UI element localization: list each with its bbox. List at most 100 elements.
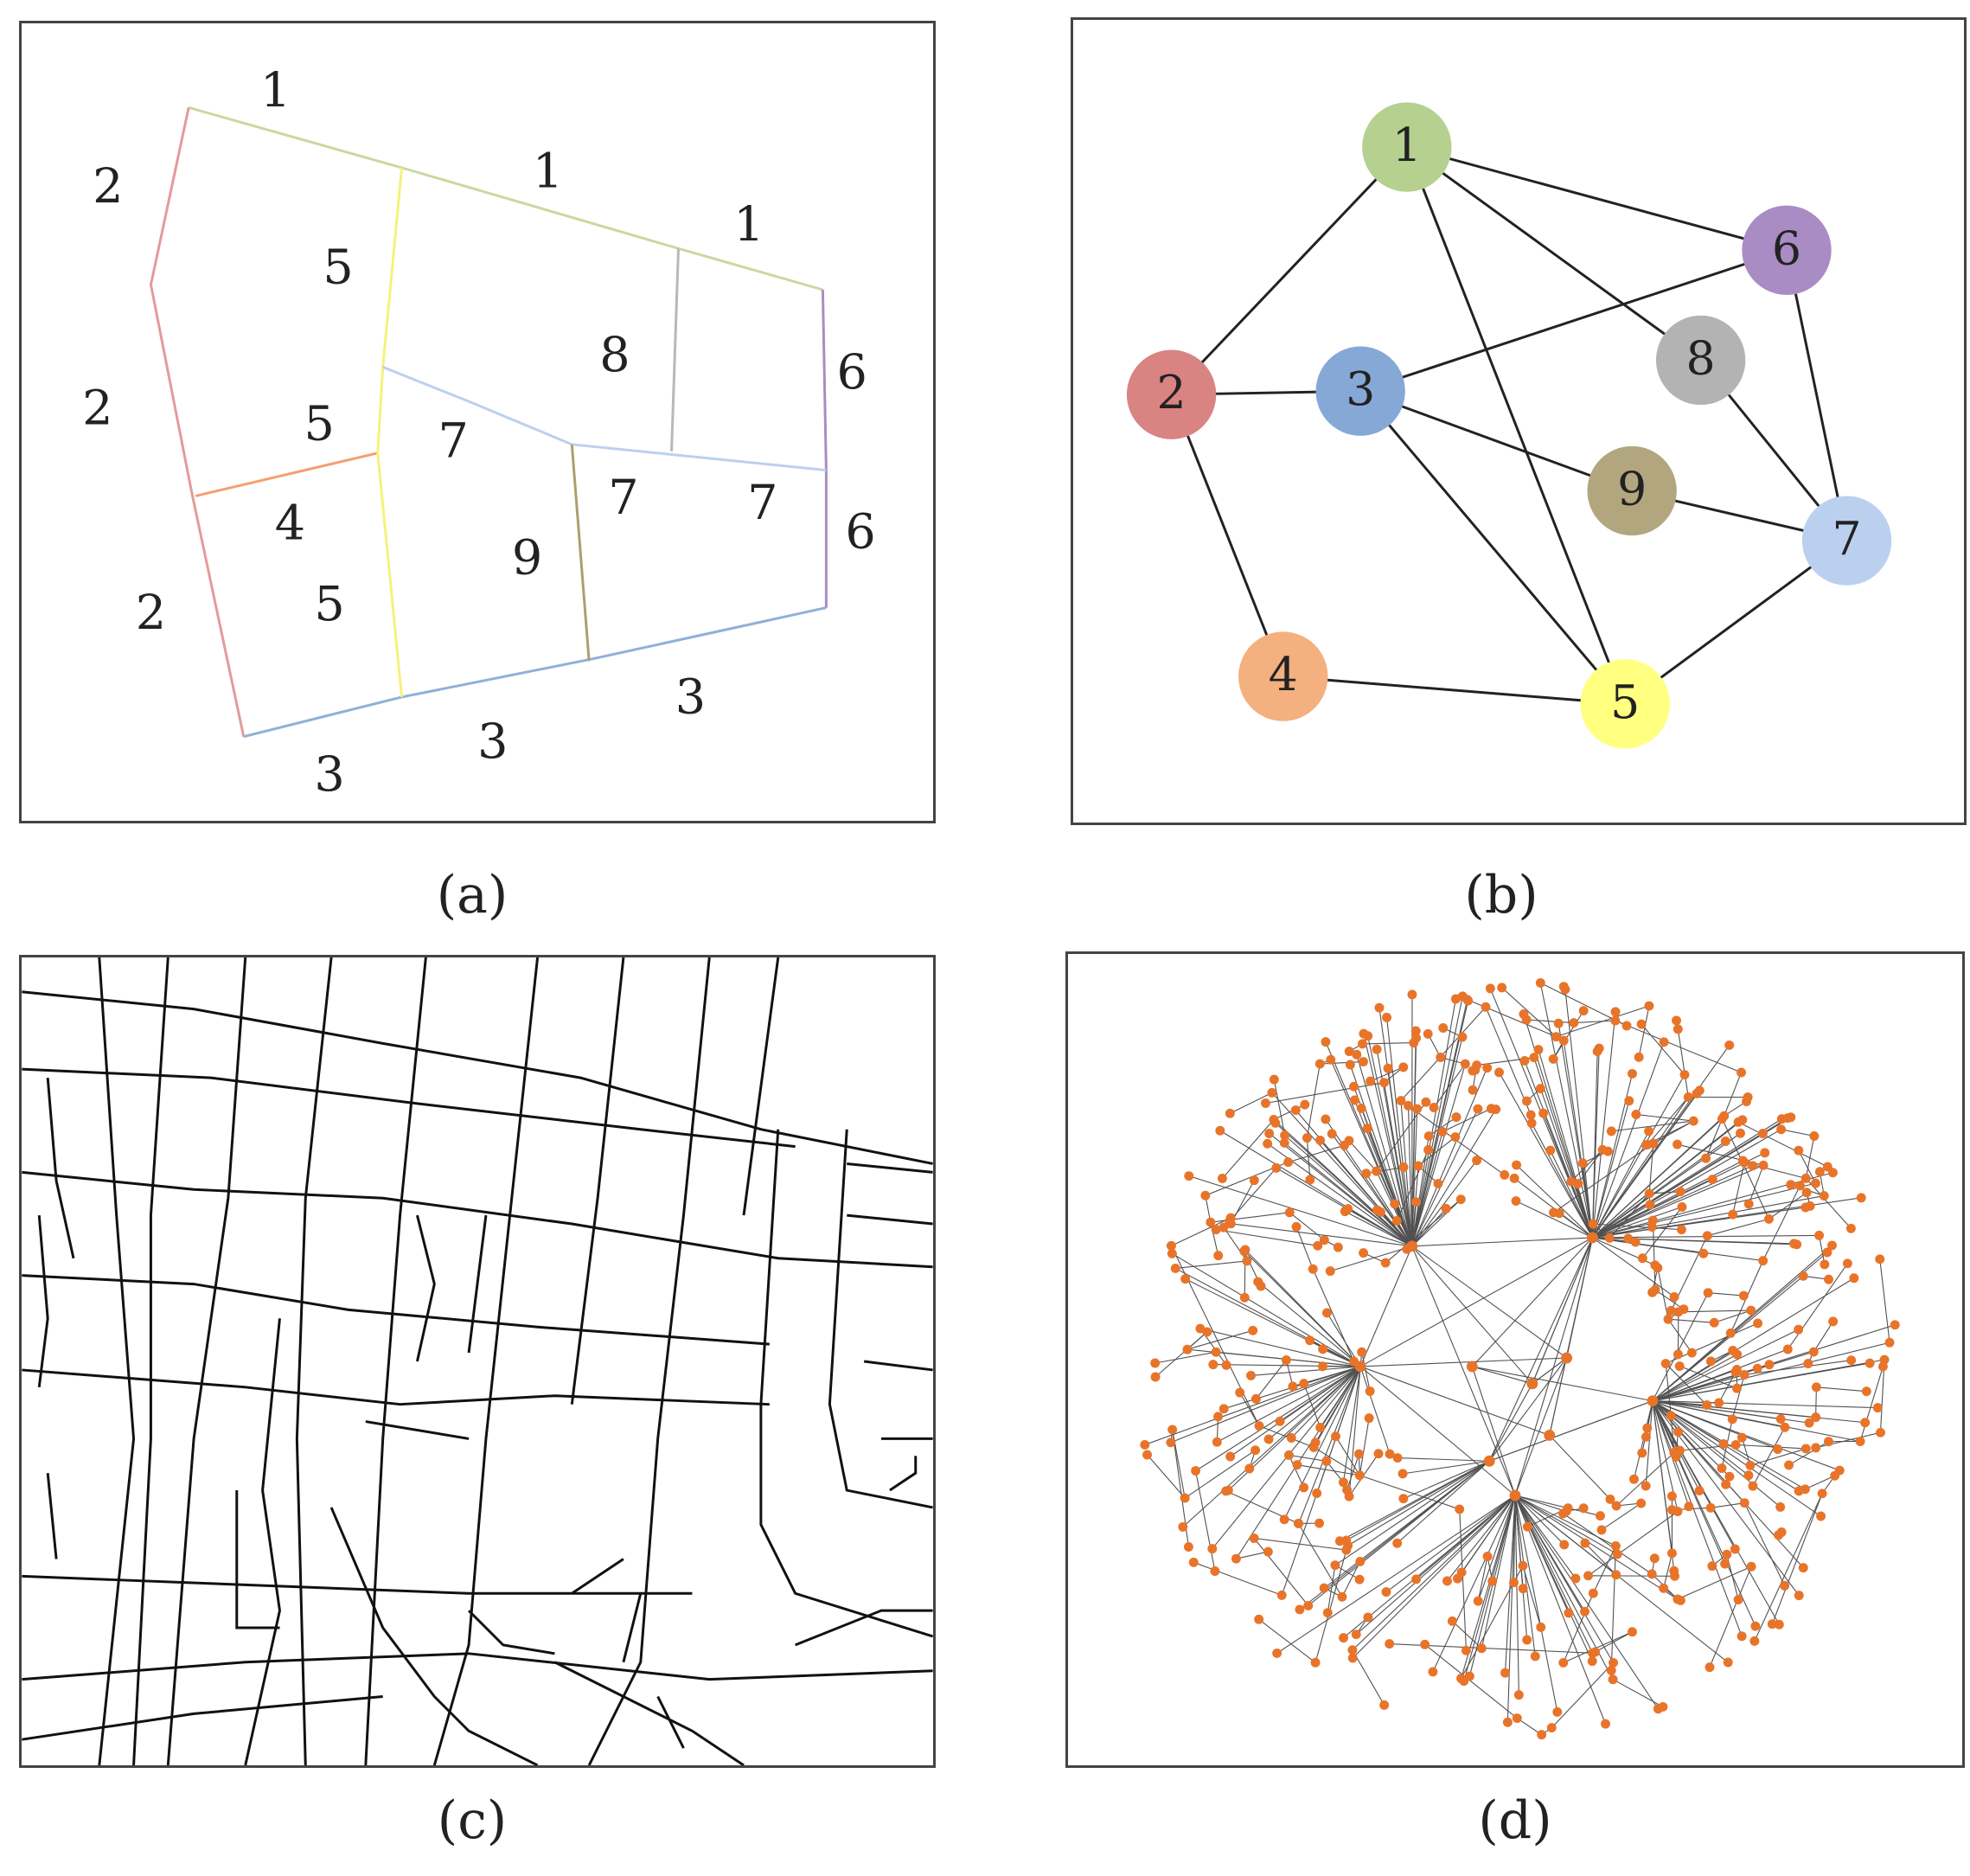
network-edge: [1231, 1223, 1412, 1247]
network-edge: [1188, 1175, 1412, 1247]
network-node: [1644, 1001, 1654, 1011]
network-edge: [1539, 1088, 1593, 1239]
network-node: [1663, 1314, 1673, 1324]
network-node: [1512, 1713, 1522, 1723]
network-node: [1558, 1035, 1569, 1046]
network-node: [1365, 1386, 1375, 1397]
network-edge: [1549, 1435, 1611, 1500]
network-edge: [1649, 1191, 1681, 1194]
network-node: [1728, 1346, 1738, 1355]
network-edge: [1352, 1495, 1516, 1651]
network-edge: [1563, 1513, 1653, 1575]
segment-label-8: 8: [599, 327, 630, 383]
network-node: [1774, 1619, 1784, 1629]
network-node: [1758, 1160, 1769, 1170]
network-edge: [1654, 1289, 1685, 1310]
network-edge: [1175, 1260, 1247, 1269]
network-edge: [1330, 1059, 1413, 1247]
network-edge: [1638, 1005, 1650, 1058]
network-edge: [1591, 1097, 1689, 1239]
network-edge: [1359, 1418, 1370, 1476]
edge-2-4: [1170, 394, 1285, 677]
network-node: [1674, 1361, 1685, 1372]
network-edge: [1353, 1099, 1413, 1247]
segment-3: [243, 606, 827, 739]
edge-1-5: [1405, 146, 1627, 705]
network-node: [1737, 1156, 1748, 1166]
network-node: [1358, 1039, 1367, 1049]
network-edge: [1652, 1400, 1861, 1443]
network-edge: [1428, 1117, 1457, 1137]
network-node: [1357, 1347, 1367, 1357]
network-node: [1673, 1139, 1682, 1149]
network-node: [1312, 1489, 1322, 1498]
network-node: [1447, 1616, 1457, 1626]
network-edge: [1485, 1006, 1532, 1116]
segment-9: [570, 444, 591, 662]
network-node: [1801, 1173, 1811, 1183]
edge-1-6: [1406, 145, 1788, 252]
network-node: [1269, 1115, 1279, 1124]
network-edge: [1411, 1207, 1447, 1247]
network-edge: [1411, 1245, 1516, 1496]
network-node: [1359, 1057, 1368, 1067]
network-node: [1811, 1412, 1821, 1423]
network-node: [1776, 1114, 1787, 1124]
network-node: [1628, 1068, 1637, 1079]
network-node: [1890, 1320, 1900, 1330]
network-edge: [1514, 1495, 1679, 1600]
network-node: [1673, 1349, 1683, 1360]
network-hub-node: [1466, 1361, 1478, 1373]
network-hub-node: [1406, 1240, 1418, 1252]
network-edge: [1417, 1136, 1456, 1167]
network-node: [1811, 1443, 1821, 1453]
network-node: [1354, 1574, 1365, 1585]
road-32: [467, 1214, 488, 1354]
network-node: [1271, 1162, 1282, 1173]
network-edge: [1271, 1092, 1413, 1247]
network-edge: [1348, 1140, 1378, 1172]
network-edge: [1678, 1309, 1751, 1313]
network-node: [1730, 1439, 1741, 1450]
network-node: [1290, 1105, 1301, 1116]
network-edge: [1879, 1258, 1890, 1343]
network-edge: [1652, 1400, 1700, 1491]
network-node: [1739, 1498, 1749, 1508]
network-node: [1798, 1563, 1808, 1573]
network-edge: [1663, 1553, 1673, 1589]
road-24: [889, 1456, 918, 1492]
network-edge: [1254, 1537, 1346, 1551]
road-6: [22, 1574, 693, 1595]
network-edge: [1595, 1631, 1633, 1653]
network-node: [1627, 1627, 1637, 1637]
network-edge: [1488, 1237, 1593, 1462]
network-node: [1319, 1583, 1329, 1593]
network-edge: [1677, 1565, 1752, 1600]
network-edge: [1477, 1495, 1516, 1602]
network-node: [1366, 1076, 1376, 1086]
segment-label-2: 2: [136, 585, 166, 641]
network-hub-node: [1483, 1455, 1495, 1467]
segment-label-5: 5: [323, 240, 353, 296]
network-edge: [1306, 1137, 1311, 1181]
network-edge: [1402, 1460, 1490, 1475]
network-edge: [1411, 1109, 1497, 1247]
network-node: [1737, 1631, 1747, 1642]
network-edge: [1749, 1448, 1807, 1466]
network-edge: [1819, 1235, 1826, 1265]
network-node: [1860, 1418, 1871, 1428]
network-node: [1645, 1200, 1655, 1210]
network-edge: [1411, 1036, 1463, 1246]
network-node: [1308, 1264, 1318, 1274]
network-node: [1650, 1284, 1660, 1295]
network-edge: [1815, 1386, 1817, 1418]
network-node: [1842, 1258, 1852, 1269]
network-node: [1877, 1361, 1888, 1372]
node-1: [1362, 102, 1452, 192]
network-node: [1559, 1540, 1570, 1550]
network-node: [1482, 1552, 1493, 1561]
network-node: [1530, 1651, 1540, 1662]
network-node: [1180, 1493, 1190, 1503]
network-node: [1727, 1414, 1737, 1425]
